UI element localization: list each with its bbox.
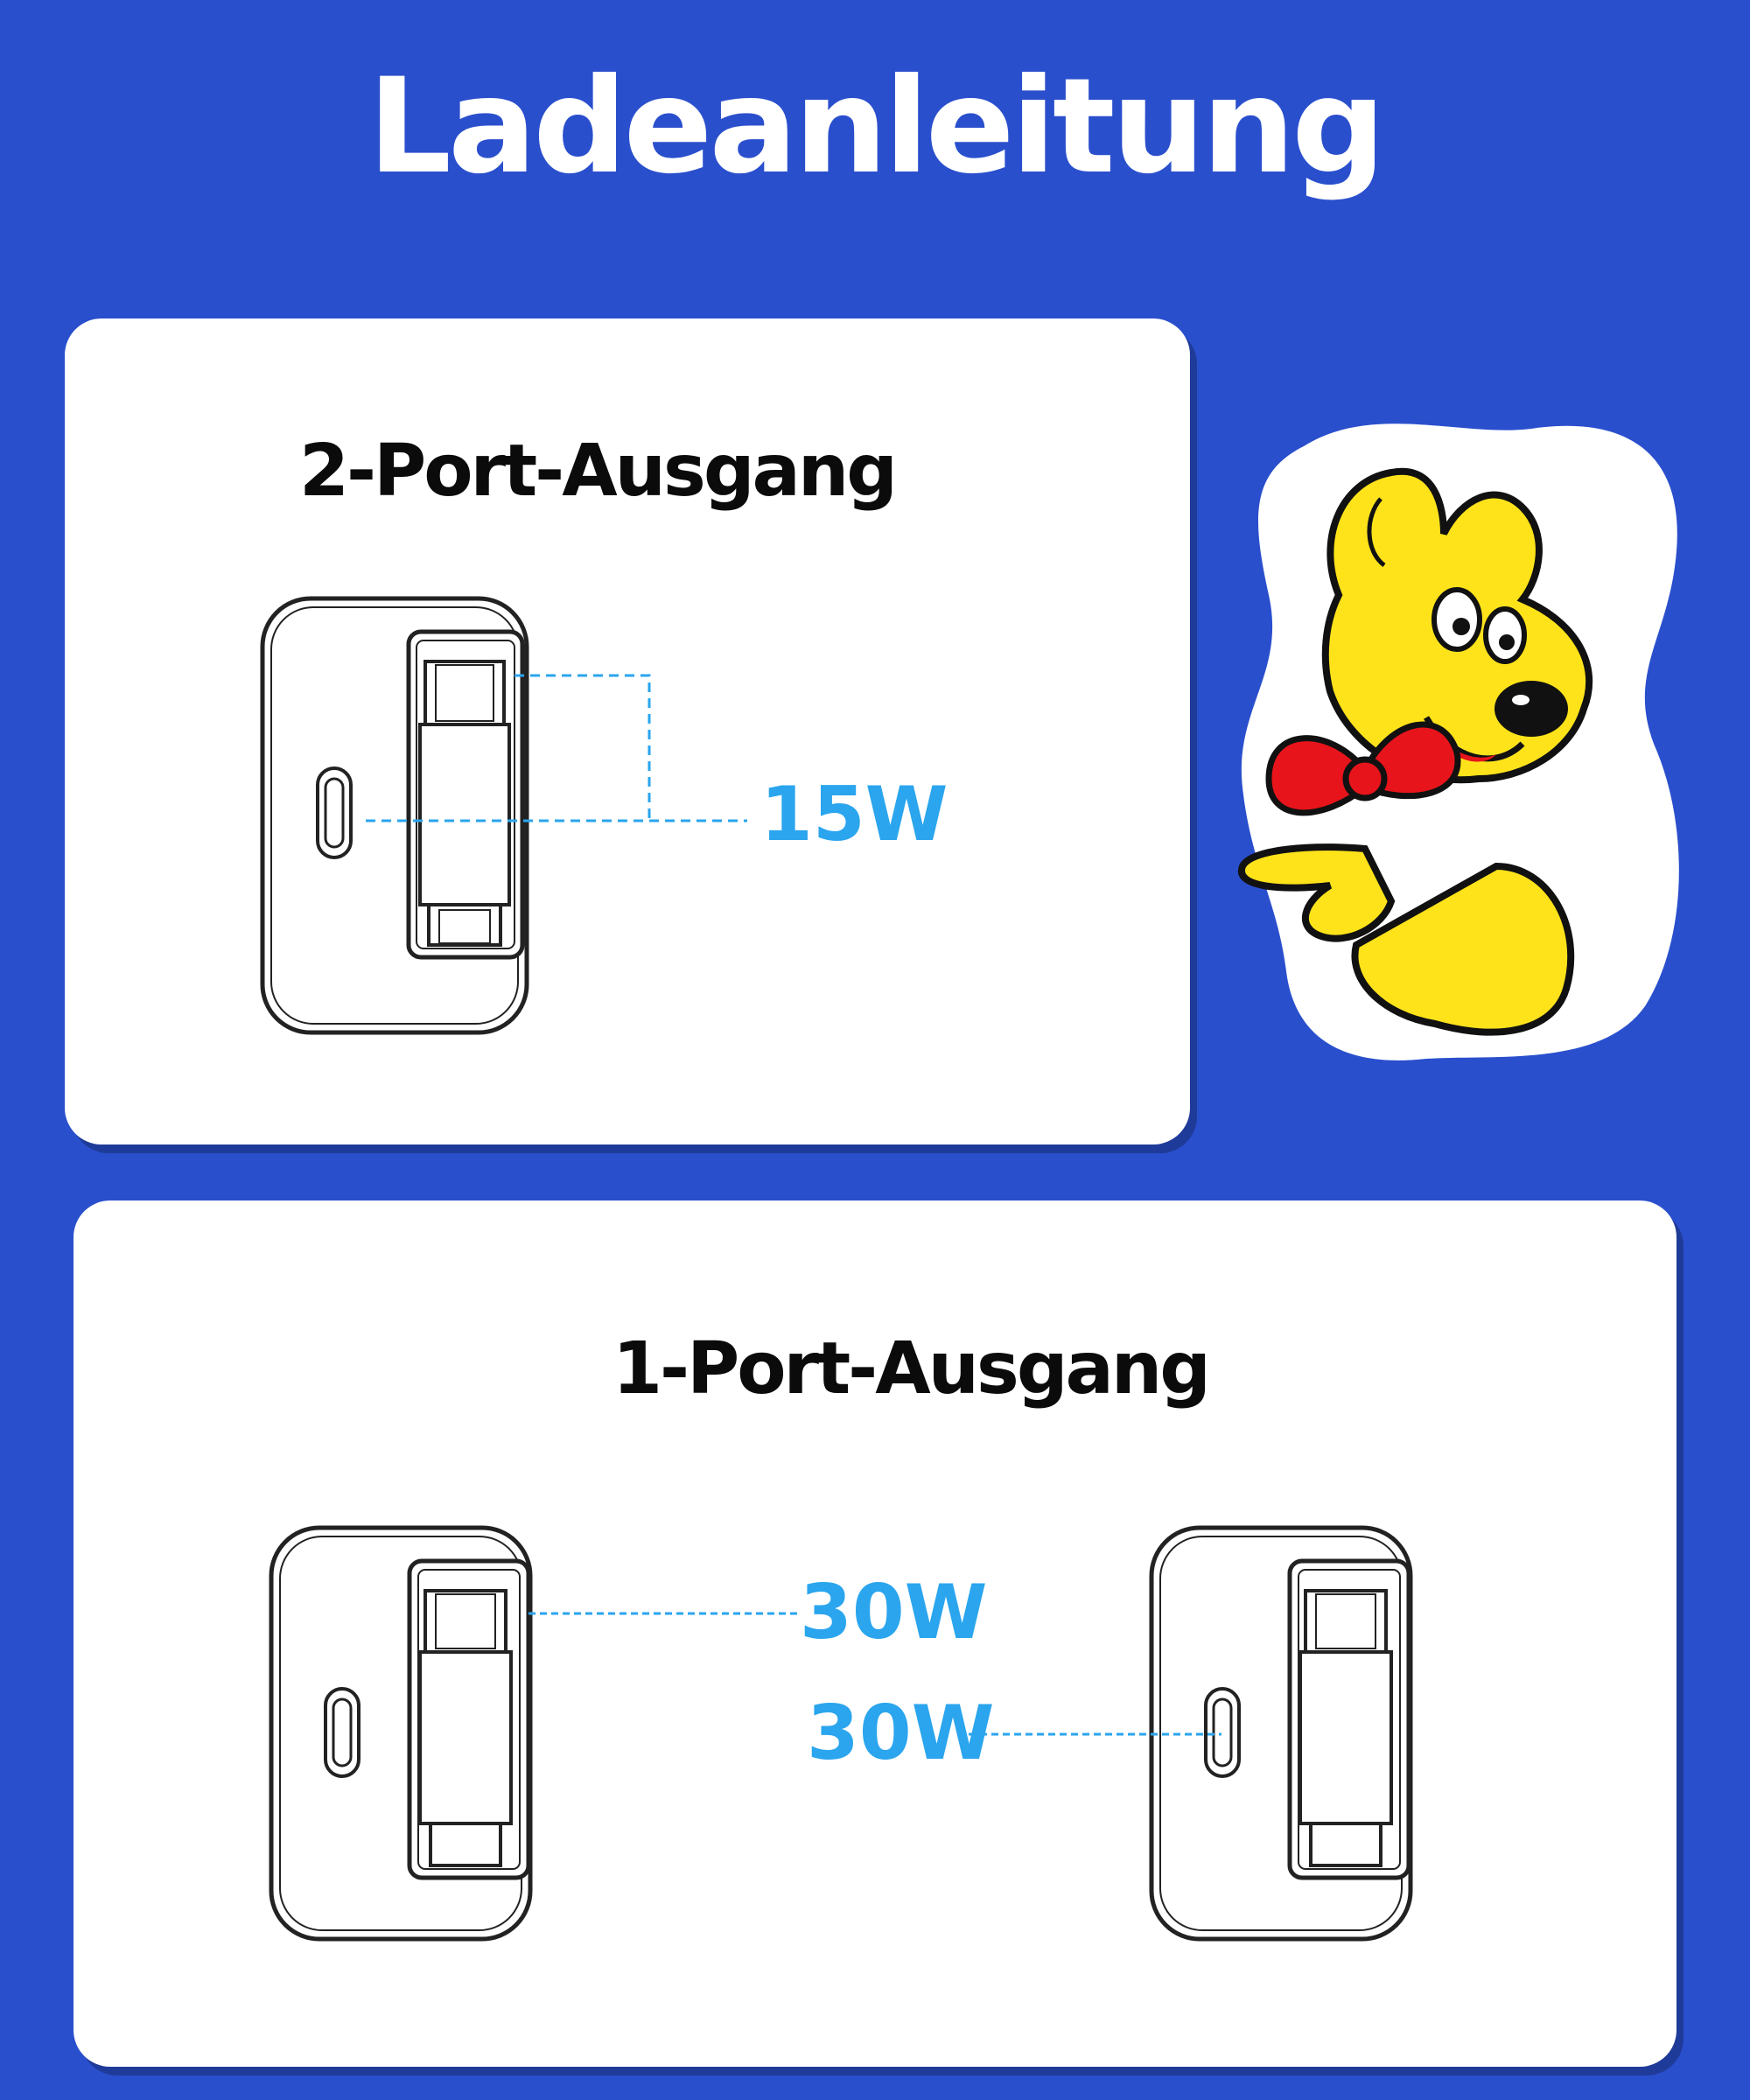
- charger-illustration-right: [1148, 1524, 1419, 1944]
- wattage-label-30w-port: 30W: [807, 1690, 995, 1777]
- connector-lines-one-port: [528, 1612, 1222, 1736]
- two-port-card: 2-Port-Ausgang 15W: [65, 318, 1190, 1144]
- wattage-label-15w: 15W: [760, 771, 948, 858]
- page-title: Ladeanleitung: [368, 51, 1385, 203]
- usb-c-port-icon: [324, 1687, 360, 1778]
- one-port-heading: 1-Port-Ausgang: [612, 1327, 1211, 1410]
- charger-illustration-left: [268, 1524, 539, 1944]
- usb-c-port-icon: [316, 766, 353, 859]
- two-port-heading: 2-Port-Ausgang: [299, 430, 898, 513]
- one-port-card: 1-Port-Ausgang: [74, 1200, 1676, 2067]
- charger-illustration-two-port: [259, 595, 539, 1041]
- usb-c-port-icon: [1204, 1687, 1241, 1778]
- gummy-bear-mascot: [1234, 411, 1689, 1076]
- wattage-label-30w-cable: 30W: [800, 1569, 988, 1656]
- connector-lines-two-port: [366, 674, 747, 822]
